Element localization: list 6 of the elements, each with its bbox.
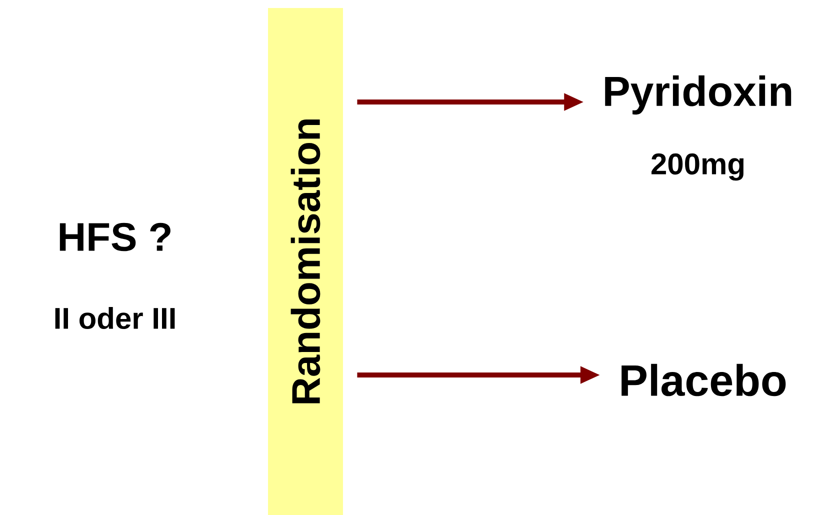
- arm-label: Placebo: [622, 364, 786, 396]
- grade-label: HFS ?: [60, 222, 170, 252]
- grade-label: II oder III: [55, 306, 175, 330]
- dose-label: 200mg: [652, 153, 744, 181]
- arm-label: Pyridoxin: [605, 75, 792, 115]
- randomisation-band: Randomisation: [268, 8, 343, 515]
